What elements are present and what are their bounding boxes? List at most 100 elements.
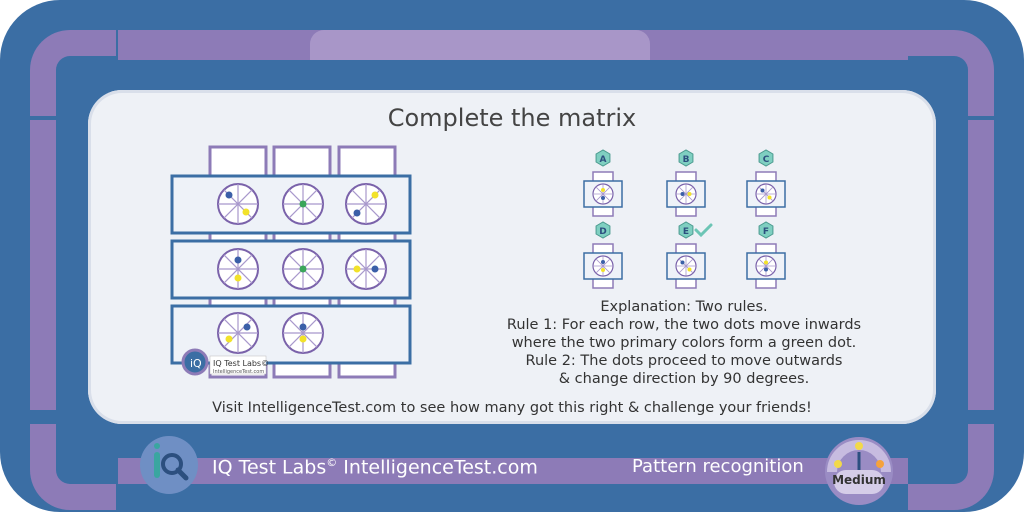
option-e[interactable]: E: [666, 221, 713, 289]
wheel-spoke: [595, 258, 611, 274]
right-accent-bar: [968, 120, 994, 410]
wheel: [755, 255, 777, 277]
wheel-dot: [601, 196, 605, 200]
wheel-spoke: [678, 258, 694, 274]
left-accent-bar: [30, 120, 56, 410]
wheel-dot: [353, 265, 361, 273]
wheel-dot: [234, 256, 242, 264]
wheel-dot: [764, 267, 768, 272]
explanation-line: & change direction by 90 degrees.: [558, 371, 810, 387]
wheel-dot: [353, 209, 361, 217]
brand-logo-icon: [140, 436, 198, 494]
answer-options: A B C D E F: [583, 149, 786, 289]
wheel-dot: [243, 323, 251, 331]
wheel-dot: [371, 265, 379, 273]
option-c[interactable]: C: [746, 149, 786, 217]
option-label: D: [599, 227, 606, 237]
wheel: [755, 183, 777, 205]
option-b[interactable]: B: [666, 149, 706, 217]
option-badge: [678, 221, 694, 239]
explanation-line: Rule 2: The dots proceed to move outward…: [525, 353, 843, 369]
wheel-dot: [760, 188, 765, 193]
option-badge: [678, 149, 694, 167]
wheel: [217, 312, 259, 354]
wheel-dot: [299, 323, 307, 331]
wheel: [282, 312, 324, 354]
footer-site[interactable]: IntelligenceTest.com: [343, 456, 538, 479]
wheel-dot: [242, 208, 250, 216]
wheel: [592, 255, 614, 277]
bottom-accent-bar: [118, 458, 908, 484]
wheel: [675, 255, 697, 277]
explanation: Explanation: Two rules. Rule 1: For each…: [484, 298, 884, 388]
explanation-line: Explanation: Two rules.: [600, 299, 768, 315]
wheel: [282, 183, 324, 225]
wheel: [217, 248, 259, 290]
option-badge: [758, 221, 774, 239]
option-badge: [595, 149, 611, 167]
option-label: E: [683, 227, 689, 237]
wheel-spoke: [351, 254, 381, 284]
option-f[interactable]: F: [746, 221, 786, 289]
matrix-logo-subtext: IntelligenceTest.com: [213, 369, 264, 375]
difficulty-gauge-icon: [825, 437, 893, 505]
wheel-dot: [601, 260, 605, 264]
footer-brand-mark: ©: [326, 456, 338, 469]
matrix-logo-glyph: iQ: [190, 357, 202, 370]
corner-top-left: [30, 30, 116, 116]
wheel-dot: [299, 200, 307, 208]
visit-text: Visit IntelligenceTest.com to see how ma…: [212, 400, 812, 416]
wheel-dot: [687, 192, 692, 196]
matrix-logo-icon: [181, 348, 209, 376]
option-label: C: [763, 155, 770, 165]
option-a[interactable]: A: [583, 149, 623, 217]
wheel-spoke: [288, 318, 318, 348]
wheel-spoke: [595, 186, 611, 202]
wheel-spoke: [678, 186, 694, 202]
wheel: [592, 183, 614, 205]
explanation-line: where the two primary colors form a gree…: [511, 335, 857, 351]
wheel-dot: [299, 265, 307, 273]
difficulty-label: Medium: [832, 473, 886, 487]
wheel-dot: [225, 335, 233, 343]
wheel-spoke: [223, 189, 253, 219]
wheel-dot: [225, 191, 233, 199]
footer-brand: IQ Test Labs© IntelligenceTest.com: [212, 456, 538, 478]
wheel-dot: [767, 195, 772, 200]
wheel: [675, 183, 697, 205]
wheel-spoke: [758, 258, 774, 274]
wheel-spoke: [223, 254, 253, 284]
wheel: [345, 183, 387, 225]
wheel-dot: [299, 335, 307, 343]
wheel-dot: [601, 188, 605, 192]
wheel-spoke: [758, 186, 774, 202]
option-badge: [595, 221, 611, 239]
matrix-logo-box: [209, 355, 267, 375]
option-badge: [758, 149, 774, 167]
footer-category: Pattern recognition: [632, 456, 804, 477]
wheel-dot: [680, 260, 685, 265]
wheel-dot: [680, 192, 685, 196]
wheel-dot: [601, 268, 605, 272]
footer-brand-name: IQ Test Labs: [212, 456, 327, 479]
wheel-dot: [234, 274, 242, 282]
wheel: [345, 248, 387, 290]
corner-bottom-right: [908, 424, 994, 510]
wheel: [282, 248, 324, 290]
option-label: F: [763, 227, 769, 237]
wheel-dot: [371, 191, 379, 199]
wheel: [217, 183, 259, 225]
explanation-line: Rule 1: For each row, the two dots move …: [506, 317, 862, 333]
matrix-wheels: [217, 183, 387, 354]
option-d[interactable]: D: [583, 221, 623, 289]
option-label: B: [683, 155, 690, 165]
puzzle-title: Complete the matrix: [387, 104, 637, 132]
correct-check-icon: [694, 223, 713, 238]
matrix-logo-text: IQ Test Labs©: [213, 359, 269, 368]
matrix-logo: iQ IQ Test Labs© IntelligenceTest.com: [181, 348, 269, 376]
option-label: A: [600, 155, 607, 165]
top-accent-highlight: [310, 30, 650, 60]
wheel-dot: [764, 260, 768, 265]
wheel-dot: [687, 267, 692, 272]
